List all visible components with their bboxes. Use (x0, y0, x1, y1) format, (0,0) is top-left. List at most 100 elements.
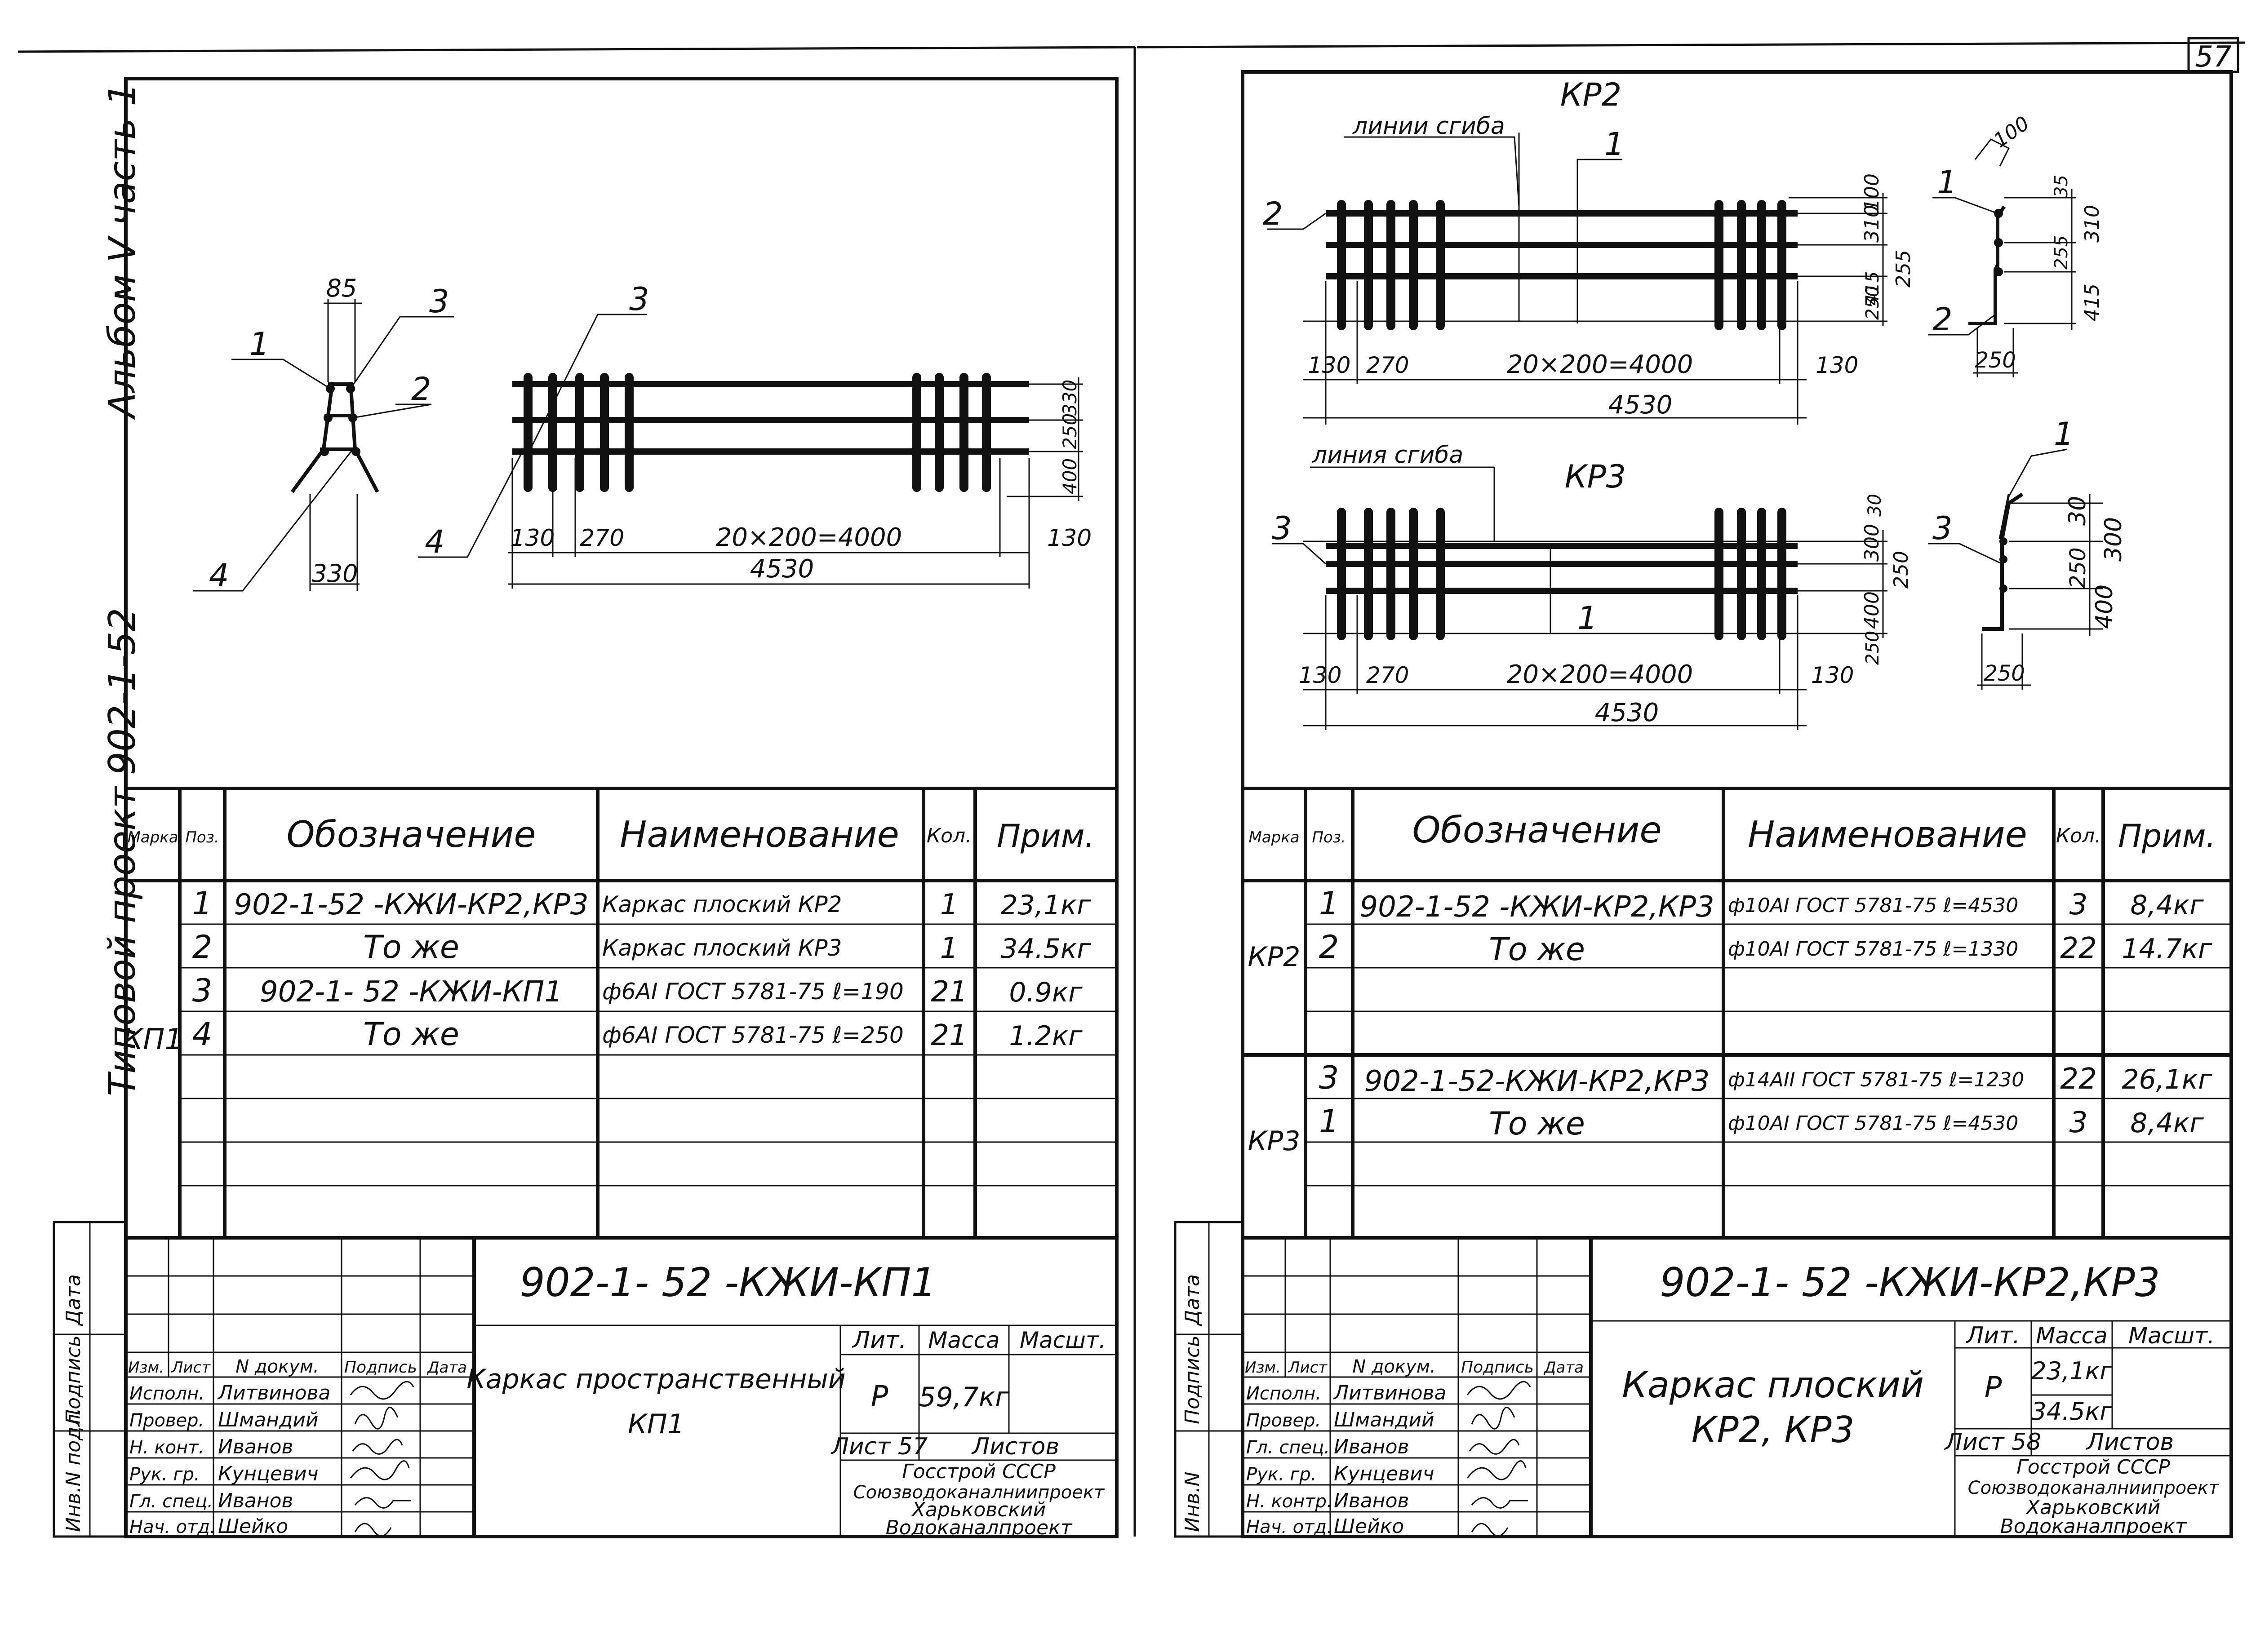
svg-text:Нач. отд.: Нач. отд. (1246, 1517, 1332, 1537)
kp1-roles: Исполн. Литвинова Провер. Шмандий Н. кон… (129, 1382, 330, 1538)
svg-text:Водоканалпроект: Водоканалпроект (886, 1516, 1073, 1539)
svg-text:То же: То же (1489, 1105, 1585, 1142)
elev-dim-spacing: 20×200=4000 (716, 523, 902, 552)
svg-text:Литвинова: Литвинова (217, 1382, 330, 1404)
svg-text:Лист 57: Лист 57 (830, 1433, 928, 1460)
left-frame (18, 46, 1136, 1538)
album-title: Альбом V часть 1 (101, 83, 144, 420)
kr-roles: Исполн. Литвинова Провер. Шмандий Гл. сп… (1246, 1382, 1446, 1538)
svg-text:Инв.N подл.: Инв.N подл. (62, 1408, 85, 1532)
kr3-callout-3: 3 (1272, 510, 1292, 547)
svg-text:21: 21 (931, 1019, 967, 1052)
svg-text:902-1-52 -КЖИ-КР2,КР3: 902-1-52 -КЖИ-КР2,КР3 (234, 888, 588, 921)
kr3-sec-callout-3: 3 (1932, 510, 1953, 547)
spec-mark-kp1: КП1 (123, 1023, 183, 1056)
kp1-spec-row-4: 4 То же ф6АI ГОСТ 5781-75 ℓ=250 21 1.2кг (192, 1016, 1083, 1053)
svg-text:Подпись: Подпись (1461, 1358, 1534, 1377)
svg-text:Масшт.: Масшт. (2128, 1323, 2215, 1349)
svg-text:400: 400 (1861, 591, 1883, 629)
svg-text:Марка: Марка (1248, 828, 1299, 846)
kr-title-block (1243, 1236, 2231, 1537)
spec-mark-kr3: КР3 (1248, 1125, 1301, 1157)
svg-text:Масса: Масса (2036, 1323, 2107, 1349)
kr2-sec-callout-1: 1 (1937, 164, 1957, 201)
spec-header-note: Прим. (997, 818, 1095, 855)
svg-text:26,1кг: 26,1кг (2122, 1064, 2212, 1095)
svg-text:Провер.: Провер. (129, 1410, 204, 1431)
svg-text:ф6АI ГОСТ 5781-75 ℓ=190: ф6АI ГОСТ 5781-75 ℓ=190 (602, 979, 904, 1005)
svg-text:Литвинова: Литвинова (1333, 1382, 1446, 1404)
svg-text:902-1- 52 -КЖИ-КП1: 902-1- 52 -КЖИ-КП1 (260, 975, 563, 1009)
svg-text:ф10АI ГОСТ 5781-75 ℓ=4530: ф10АI ГОСТ 5781-75 ℓ=4530 (1728, 1112, 2018, 1135)
svg-text:Шмандий: Шмандий (1334, 1408, 1434, 1431)
kr-drawing-code: 902-1- 52 -КЖИ-КР2,КР3 (1660, 1259, 2160, 1306)
sheet-number: 57 (2195, 40, 2232, 74)
svg-text:Подпись: Подпись (1181, 1335, 1204, 1424)
sheet-number-box: 57 (2187, 37, 2239, 74)
elev-dim-250: 250 (1059, 413, 1081, 449)
elev-dim-total: 4530 (750, 554, 814, 584)
svg-text:Провер.: Провер. (1246, 1410, 1321, 1431)
section-callout-4: 4 (209, 557, 229, 594)
kp1-spec-table (126, 787, 1117, 1238)
svg-text:Союзводоканалниипроект: Союзводоканалниипроект (853, 1482, 1105, 1503)
kr3-spec-row-1: 3 902-1-52-КЖИ-КР2,КР3 ф14АII ГОСТ 5781-… (1319, 1059, 2212, 1098)
kr3-spec-row-2: 1 То же ф10АI ГОСТ 5781-75 ℓ=4530 3 8,4к… (1319, 1103, 2204, 1142)
svg-text:Иванов: Иванов (218, 1489, 293, 1512)
svg-text:Обозначение: Обозначение (1412, 809, 1661, 851)
svg-text:Шейко: Шейко (218, 1515, 288, 1538)
svg-text:Харьковский: Харьковский (911, 1498, 1046, 1521)
spec-header-pos: Поз. (185, 828, 219, 846)
svg-text:Масшт.: Масшт. (1020, 1327, 1106, 1353)
svg-text:1: 1 (940, 932, 959, 965)
section-callout-2: 2 (411, 371, 431, 407)
kr-signatures (1466, 1381, 1531, 1537)
svg-text:Н. конт.: Н. конт. (129, 1437, 204, 1458)
svg-text:Гл. спец.: Гл. спец. (129, 1491, 213, 1512)
svg-text:Инв.N: Инв.N (1181, 1471, 1204, 1532)
svg-text:8,4кг: 8,4кг (2130, 1107, 2204, 1139)
svg-text:Гл. спец.: Гл. спец. (1246, 1437, 1330, 1458)
svg-text:То же: То же (363, 1016, 459, 1053)
svg-text:Кол.: Кол. (2056, 824, 2101, 847)
svg-text:Каркас плоский КР3: Каркас плоский КР3 (602, 935, 842, 961)
kr3-callout-1: 1 (1577, 600, 1598, 637)
svg-text:Кунцевич: Кунцевич (1334, 1462, 1434, 1485)
svg-text:21: 21 (931, 975, 967, 1009)
svg-text:34.5кг: 34.5кг (2031, 1397, 2113, 1426)
svg-text:270: 270 (1366, 352, 1409, 378)
svg-text:250: 250 (1862, 286, 1883, 320)
svg-text:415: 415 (1862, 271, 1883, 306)
svg-text:4530: 4530 (1595, 698, 1659, 727)
elev-dim-130-right: 130 (1047, 525, 1092, 552)
svg-text:Изм.: Изм. (128, 1359, 164, 1377)
svg-text:Н. контр.: Н. контр. (1246, 1491, 1332, 1512)
kp1-spec-row-2: 2 То же Каркас плоский КР3 1 34.5кг (192, 929, 1091, 966)
svg-text:310: 310 (1861, 205, 1883, 243)
left-side-stamp: Инв.N подл. Подпись Дата (53, 1221, 127, 1538)
svg-text:22: 22 (2060, 932, 2096, 965)
svg-text:30: 30 (1865, 494, 1885, 517)
svg-text:3: 3 (2069, 1106, 2088, 1139)
kr2-spec-row-2: 2 То же ф10АI ГОСТ 5781-75 ℓ=1330 22 14.… (1319, 929, 2212, 968)
svg-text:Лит.: Лит. (852, 1327, 906, 1354)
kr3-sec-callout-1: 1 (2054, 416, 2074, 452)
svg-text:902-1-52 -КЖИ-КР2,КР3: 902-1-52 -КЖИ-КР2,КР3 (1359, 890, 1714, 924)
svg-text:Наименование: Наименование (1748, 814, 2027, 855)
kr3-elevation-drawing (1272, 448, 2103, 730)
svg-text:Листов: Листов (2086, 1429, 2174, 1456)
kr2-bend-label: линии сгиба (1352, 113, 1505, 140)
elev-callout-3: 3 (629, 281, 649, 318)
svg-text:Иванов: Иванов (1334, 1489, 1409, 1512)
svg-text:Рук. гр.: Рук. гр. (1246, 1464, 1317, 1485)
kr-drawing-title-1: Каркас плоский (1622, 1364, 1924, 1406)
svg-text:То же: То же (363, 929, 459, 966)
kr3-bend-label: линия сгиба (1312, 442, 1463, 469)
svg-text:Лист: Лист (1288, 1359, 1328, 1377)
kp1-title-block (126, 1236, 1117, 1537)
svg-text:Лист: Лист (171, 1359, 211, 1377)
spec-header-designation: Обозначение (286, 814, 536, 855)
svg-text:1: 1 (1319, 1103, 1339, 1140)
kr2-callout-2: 2 (1263, 195, 1283, 232)
svg-text:Шмандий: Шмандий (218, 1408, 319, 1431)
